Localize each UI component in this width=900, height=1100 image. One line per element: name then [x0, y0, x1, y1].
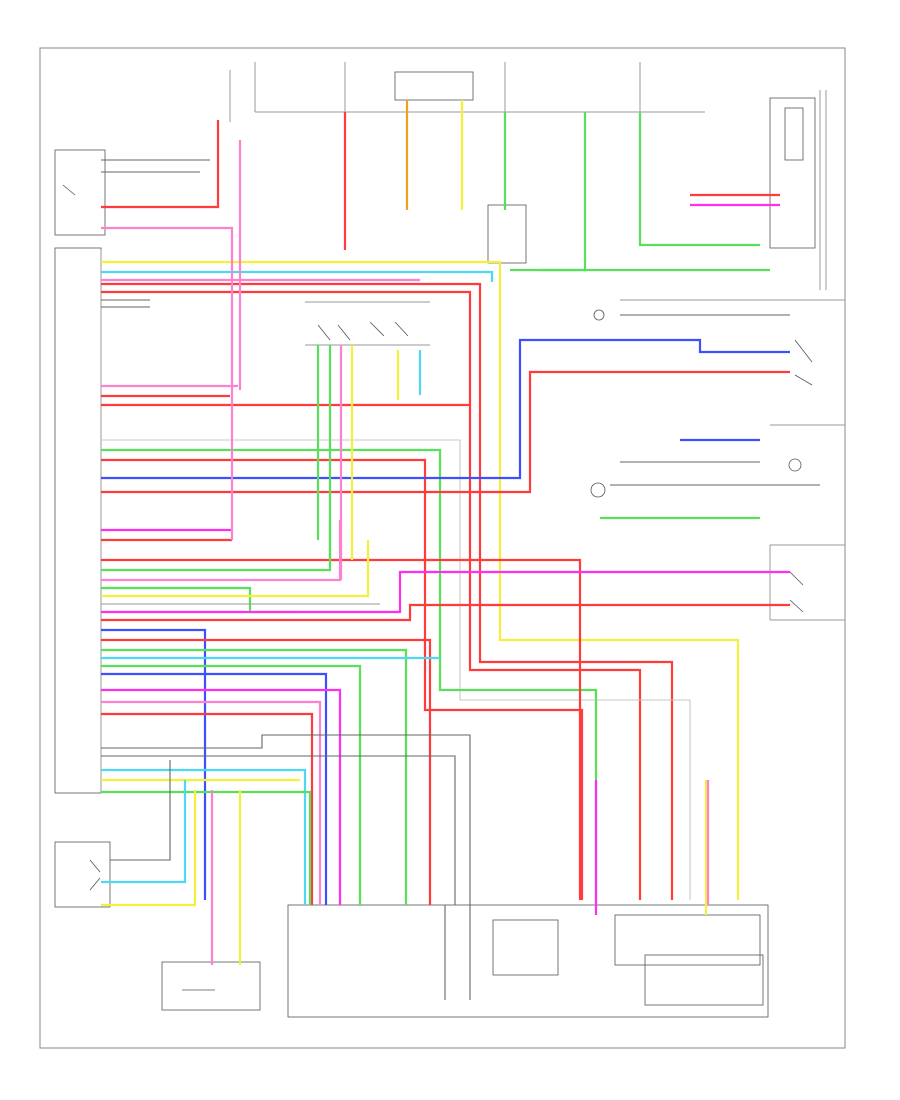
- top-relay-box: [394, 71, 527, 264]
- shift-lock-solenoid-box: [161, 961, 261, 1011]
- transfer-assembly: [769, 90, 827, 290]
- center-range-switch: [305, 301, 430, 346]
- right-switches: [590, 299, 845, 621]
- wire-harness: [101, 100, 820, 1000]
- tcm-connector-block: [54, 247, 102, 794]
- diagram-frame: [39, 47, 846, 1049]
- power-bus: [229, 62, 705, 122]
- shift-lever-sensor-box: [54, 841, 111, 908]
- overdrive-switch-box: [54, 149, 106, 236]
- transmission-control-box: [287, 904, 769, 1018]
